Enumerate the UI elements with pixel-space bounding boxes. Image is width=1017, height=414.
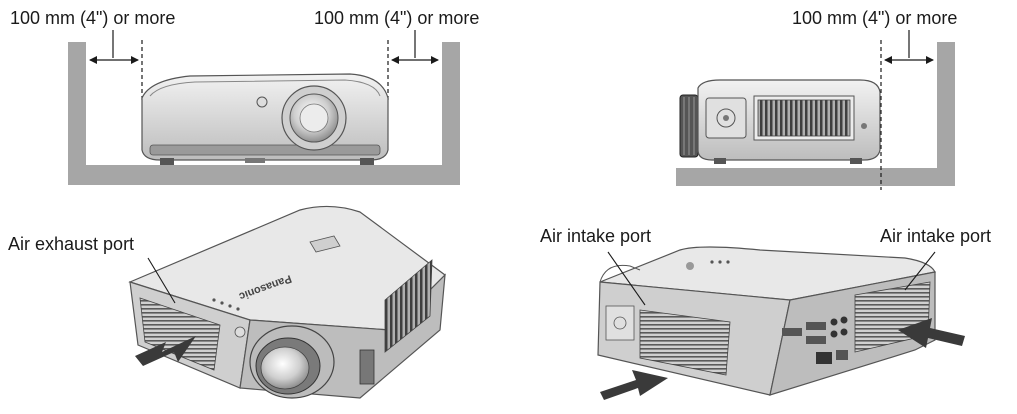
- clearance-label-side-right: 100 mm (4") or more: [792, 8, 958, 28]
- clearance-label-front-right: 100 mm (4") or more: [314, 8, 480, 28]
- side-installation-view: [676, 30, 955, 190]
- intake-arrow-right-icon: [898, 318, 965, 348]
- leader-line-intake-right: [904, 251, 936, 291]
- air-exhaust-port-label: Air exhaust port: [8, 234, 135, 254]
- wall-enclosure-front: [68, 42, 460, 185]
- leader-line-exhaust: [147, 257, 176, 304]
- side-grille: [384, 259, 433, 353]
- projector-intake-view: [597, 246, 965, 400]
- clearance-label-front-left: 100 mm (4") or more: [10, 8, 176, 28]
- projector-exhaust-view: Panasonic: [128, 205, 446, 399]
- exhaust-grille: [139, 297, 221, 371]
- leader-line-intake-left: [607, 251, 646, 306]
- front-installation-view: [68, 30, 460, 185]
- intake-grille-left: [639, 309, 731, 376]
- intake-grille-side: [757, 99, 851, 137]
- sensor-icon: [256, 96, 268, 108]
- projector-side-view: [679, 79, 881, 164]
- lens-icon-3d: [260, 346, 310, 390]
- wall-enclosure-side: [676, 42, 955, 186]
- air-intake-port-label-left: Air intake port: [540, 226, 652, 246]
- exhaust-arrow-icon: [135, 336, 196, 366]
- air-intake-port-label-right: Air intake port: [880, 226, 992, 246]
- projector-front-view: [141, 73, 389, 165]
- intake-arrow-left-icon: [600, 370, 668, 400]
